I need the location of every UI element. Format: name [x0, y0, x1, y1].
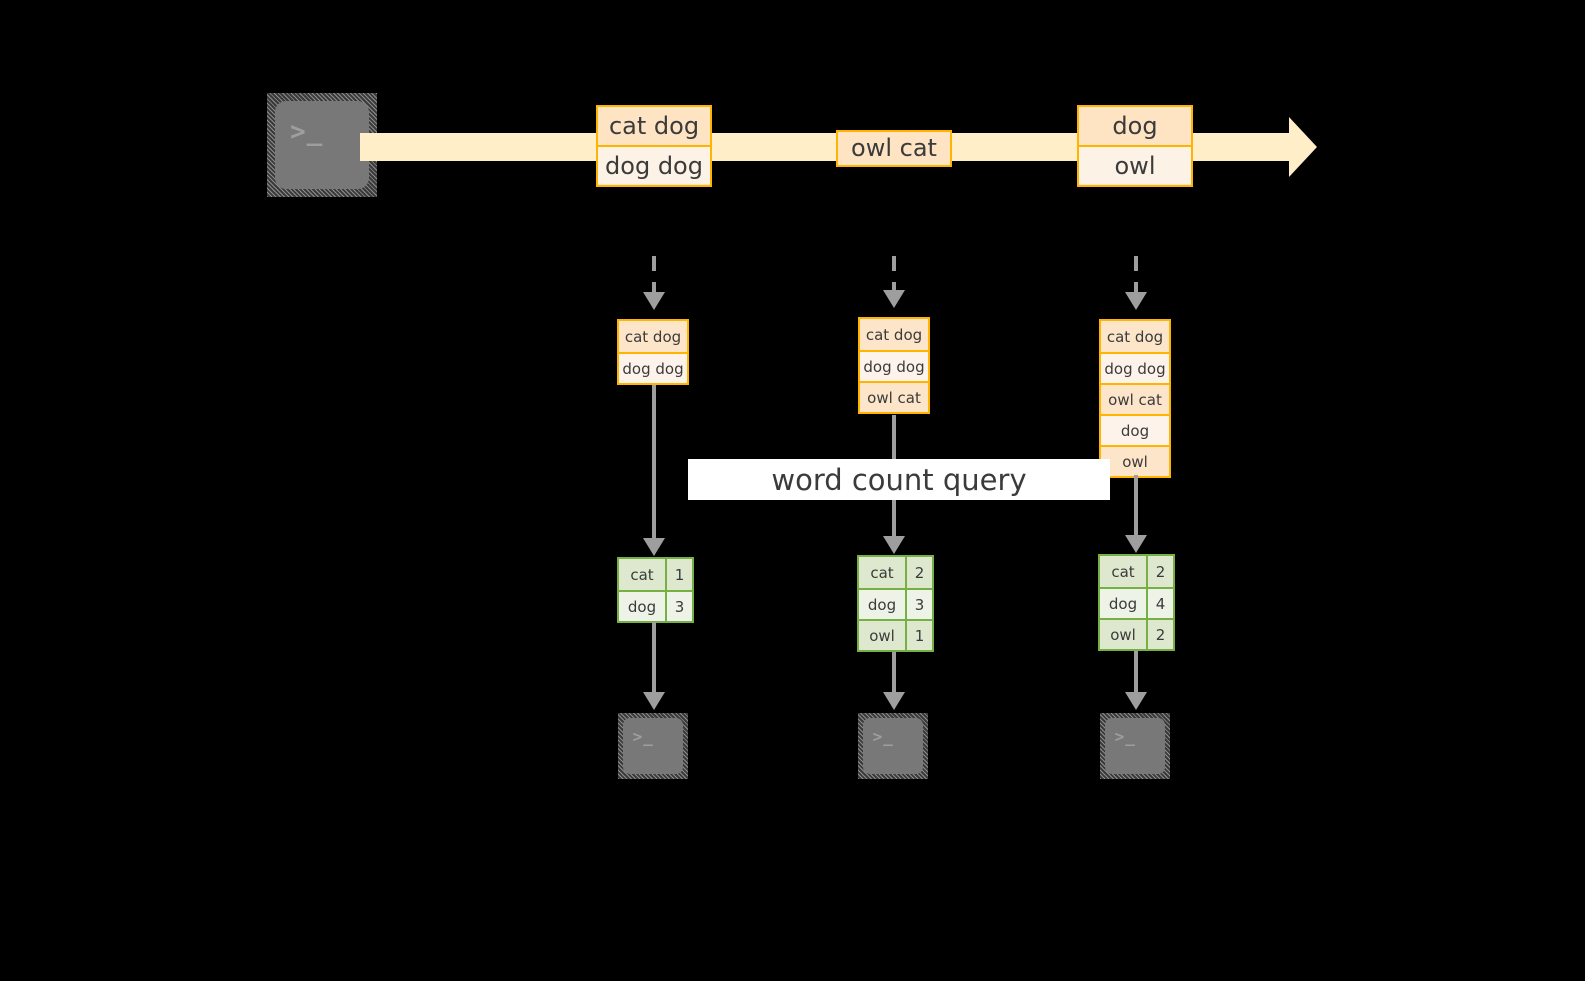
snapshot-1-input-table: cat dog dog dog	[617, 319, 689, 385]
stream-event-group-1: cat dog dog dog	[596, 105, 712, 187]
result-count: 3	[665, 592, 692, 621]
snapshot-1-ingest-arrow-line	[652, 256, 656, 294]
snapshot-2-sink-arrow-line	[892, 652, 896, 694]
snapshot-3-input-row: owl cat	[1101, 383, 1169, 414]
result-count: 1	[665, 559, 692, 590]
snapshot-3-sink-terminal-body: >_	[1105, 718, 1165, 774]
snapshot-2-query-arrow-head	[883, 536, 905, 554]
table-row: cat 1	[619, 559, 692, 590]
source-terminal-prompt-glyph: >_	[290, 116, 324, 147]
result-word: dog	[619, 592, 665, 621]
table-row: cat 2	[859, 557, 932, 588]
result-count: 4	[1146, 589, 1173, 618]
result-count: 1	[905, 621, 932, 650]
snapshot-1-sink-terminal-body: >_	[623, 718, 683, 774]
snapshot-1-query-arrow-head	[643, 538, 665, 556]
snapshot-3-sink-arrow-line	[1134, 651, 1138, 694]
snapshot-3-sink-arrow-head	[1125, 692, 1147, 710]
result-count: 3	[905, 590, 932, 619]
snapshot-2-result-table: cat 2 dog 3 owl 1	[857, 555, 934, 652]
result-count: 2	[905, 557, 932, 588]
snapshot-3-input-table: cat dog dog dog owl cat dog owl	[1099, 319, 1171, 478]
source-terminal-icon: >_	[267, 93, 377, 197]
stream-event-line: dog	[1112, 112, 1158, 140]
snapshot-2-sink-terminal-prompt-glyph: >_	[872, 727, 894, 747]
snapshot-2-ingest-arrow-line	[892, 256, 896, 292]
snapshot-3-input-row: owl	[1101, 445, 1169, 476]
table-row: dog 3	[619, 590, 692, 621]
snapshot-2-input-table: cat dog dog dog owl cat	[858, 317, 930, 414]
snapshot-3-ingest-arrow-line	[1134, 256, 1138, 294]
result-word: owl	[1100, 620, 1146, 649]
snapshot-3-input-row: dog dog	[1101, 352, 1169, 383]
table-row: owl 2	[1100, 618, 1173, 649]
snapshot-2-input-row: cat dog	[860, 319, 928, 350]
result-word: owl	[859, 621, 905, 650]
event-stream-arrowhead	[1289, 117, 1317, 177]
snapshot-2-sink-terminal-body: >_	[863, 718, 923, 774]
snapshot-2-input-row: dog dog	[860, 350, 928, 381]
snapshot-1-input-row: dog dog	[619, 352, 687, 383]
snapshot-1-result-table: cat 1 dog 3	[617, 557, 694, 623]
result-word: cat	[859, 557, 905, 588]
snapshot-3-query-arrow-head	[1125, 535, 1147, 553]
snapshot-3-query-arrow-line	[1134, 475, 1138, 537]
source-terminal-body: >_	[275, 101, 369, 189]
stream-event-group-2: owl cat	[836, 130, 952, 167]
snapshot-3-sink-terminal-prompt-glyph: >_	[1114, 727, 1136, 747]
stream-event-line: owl cat	[851, 134, 937, 162]
result-count: 2	[1146, 620, 1173, 649]
snapshot-1-sink-terminal-icon: >_	[618, 713, 688, 779]
stream-event-group-3: dog owl	[1077, 105, 1193, 187]
snapshot-1-sink-arrow-line	[652, 622, 656, 694]
table-row: cat 2	[1100, 556, 1173, 587]
word-count-query-label: word count query	[688, 459, 1110, 500]
snapshot-3-input-row: dog	[1101, 414, 1169, 445]
result-word: dog	[859, 590, 905, 619]
snapshot-3-result-table: cat 2 dog 4 owl 2	[1098, 554, 1175, 651]
stream-event-line: owl	[1079, 145, 1191, 184]
snapshot-1-sink-arrow-head	[643, 692, 665, 710]
snapshot-2-input-row: owl cat	[860, 381, 928, 412]
result-count: 2	[1146, 556, 1173, 587]
snapshot-2-ingest-arrow-head	[883, 290, 905, 308]
snapshot-1-input-row: cat dog	[619, 321, 687, 352]
table-row: dog 4	[1100, 587, 1173, 618]
table-row: dog 3	[859, 588, 932, 619]
table-row: owl 1	[859, 619, 932, 650]
snapshot-3-sink-terminal-icon: >_	[1100, 713, 1170, 779]
snapshot-1-ingest-arrow-head	[643, 292, 665, 310]
snapshot-1-sink-terminal-prompt-glyph: >_	[632, 727, 654, 747]
stream-event-line: dog dog	[598, 145, 710, 184]
snapshot-2-sink-terminal-icon: >_	[858, 713, 928, 779]
snapshot-2-sink-arrow-head	[883, 692, 905, 710]
snapshot-1-query-arrow-line	[652, 385, 656, 540]
snapshot-3-input-row: cat dog	[1101, 321, 1169, 352]
result-word: cat	[619, 559, 665, 590]
result-word: cat	[1100, 556, 1146, 587]
result-word: dog	[1100, 589, 1146, 618]
snapshot-3-ingest-arrow-head	[1125, 292, 1147, 310]
stream-event-line: cat dog	[608, 112, 700, 140]
